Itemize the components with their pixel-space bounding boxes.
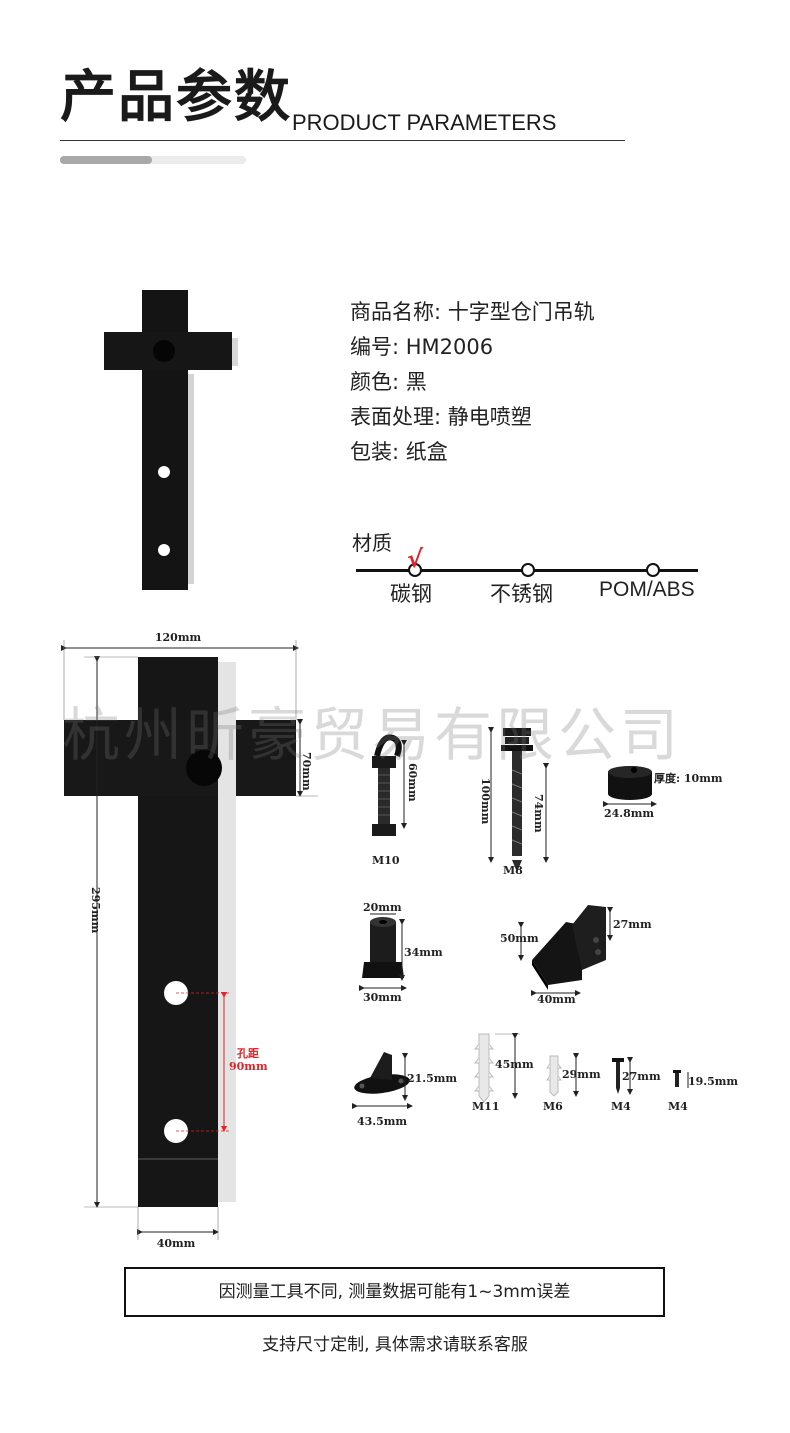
- spec-row-finish: 表面处理: 静电喷塑: [350, 403, 595, 438]
- bolt-thread: M10: [372, 854, 400, 867]
- material-option-carbon-steel: 碳钢: [390, 583, 432, 606]
- title-divider: [60, 140, 625, 141]
- dim-arm-height: 70mm: [300, 752, 313, 791]
- spec-value: 纸盒: [405, 440, 448, 464]
- material-dot-stainless: [521, 563, 535, 577]
- guide-width: 43.5mm: [357, 1115, 407, 1128]
- screw2-length: 19.5mm: [688, 1075, 738, 1088]
- screw1-size: M4: [611, 1100, 631, 1113]
- spec-value: 静电喷塑: [447, 405, 532, 429]
- part-bolt-m10: 60mm M10: [372, 734, 419, 867]
- page-title-cn: 产品参数: [60, 65, 292, 130]
- spec-label: 商品名称:: [350, 300, 442, 324]
- screw-size: M8: [503, 864, 523, 877]
- spec-row-package: 包装: 纸盒: [350, 438, 595, 473]
- roller-hub: [153, 340, 175, 362]
- spec-row-name: 商品名称: 十字型仓门吊轨: [350, 298, 595, 333]
- part-anchor-m11: 45mm M11: [472, 1033, 534, 1113]
- spec-value: HM2006: [405, 335, 494, 359]
- material-option-stainless: 不锈钢: [490, 583, 553, 606]
- material-dot-carbon-steel: [408, 563, 422, 577]
- stopper-width: 40mm: [537, 993, 576, 1006]
- spec-row-code: 编号: HM2006: [350, 333, 595, 368]
- part-anchor-m6: 29mm M6: [543, 1053, 601, 1113]
- screw2-size: M4: [668, 1100, 688, 1113]
- spec-label: 包装:: [350, 440, 400, 464]
- screw-thread-length: 74mm: [532, 794, 545, 833]
- spec-label: 编号:: [350, 335, 400, 359]
- screw1-length: 27mm: [622, 1070, 661, 1083]
- part-screw-m4-short: 19.5mm M4: [668, 1070, 738, 1113]
- part-stopper: 50mm 27mm 40mm: [500, 905, 652, 1006]
- dim-width-top: 120mm: [155, 631, 202, 644]
- spacer-height: 34mm: [404, 946, 443, 959]
- spacer-bottom: 30mm: [363, 991, 402, 1004]
- guide-height: 21.5mm: [407, 1072, 457, 1085]
- spec-value: 黑: [405, 370, 427, 394]
- mount-hole: [158, 544, 170, 556]
- watermark: 杭州昕豪贸易有限公司: [62, 701, 683, 769]
- spec-value: 十字型仓门吊轨: [447, 300, 595, 324]
- spec-label: 表面处理:: [350, 405, 442, 429]
- stopper-height: 50mm: [500, 932, 539, 945]
- check-icon: √: [407, 545, 424, 573]
- spacer-top: 20mm: [363, 901, 402, 914]
- product-cross-image: [104, 290, 238, 590]
- cap-thickness: 厚度: 10mm: [654, 771, 723, 785]
- bolt-length: 60mm: [406, 763, 419, 802]
- decor-bar-fill: [60, 156, 152, 164]
- screw-length: 100mm: [479, 778, 492, 825]
- page-title-en: PRODUCT PARAMETERS: [292, 110, 557, 135]
- anchor1-size: M11: [472, 1100, 499, 1113]
- dimension-diagram: 120mm 295mm 70mm 孔距 90mm 40mm 60mm M10: [61, 631, 738, 1250]
- dim-width-bottom: 40mm: [157, 1237, 196, 1250]
- measurement-note: 因测量工具不同, 测量数据可能有1~3mm误差: [124, 1267, 665, 1317]
- anchor1-length: 45mm: [495, 1058, 534, 1071]
- part-screw-m8: 100mm 74mm M8: [479, 727, 549, 877]
- stopper-top: 27mm: [613, 918, 652, 931]
- mount-hole: [158, 466, 170, 478]
- part-end-cap: 24.8mm 厚度: 10mm: [603, 766, 723, 820]
- spec-list: 商品名称: 十字型仓门吊轨 编号: HM2006 颜色: 黑 表面处理: 静电喷…: [350, 298, 595, 473]
- cross-bracket-drawing: [64, 657, 296, 1207]
- spec-label: 颜色:: [350, 370, 400, 394]
- decor-bar-track: [60, 156, 246, 164]
- anchor2-length: 29mm: [562, 1068, 601, 1081]
- dim-height-total: 295mm: [89, 887, 102, 934]
- part-spacer: 20mm 34mm 30mm: [359, 901, 443, 1004]
- part-screw-m4-long: 27mm M4: [611, 1057, 661, 1113]
- footer-note: 支持尺寸定制, 具体需求请联系客服: [262, 1335, 528, 1355]
- cap-diameter: 24.8mm: [604, 807, 654, 820]
- part-floor-guide: 21.5mm 43.5mm: [352, 1052, 457, 1128]
- anchor2-size: M6: [543, 1100, 563, 1113]
- material-option-pom: POM/ABS: [599, 578, 695, 601]
- material-dot-pom: [646, 563, 660, 577]
- material-title: 材质: [352, 531, 392, 555]
- dim-hole-distance: 90mm: [229, 1060, 268, 1073]
- spec-row-color: 颜色: 黑: [350, 368, 595, 403]
- dim-hole-label: 孔距: [237, 1047, 259, 1060]
